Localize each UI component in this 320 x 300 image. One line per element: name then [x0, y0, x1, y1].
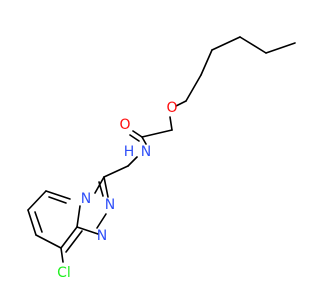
bond: [185, 74, 202, 102]
bond: [96, 213, 107, 229]
oxygen-carbonyl-label: O: [119, 117, 130, 133]
nitrogen-triazole-b-label: N: [97, 228, 107, 244]
atom-label-layer: O O N H N N N Cl: [57, 100, 177, 281]
bond: [76, 226, 99, 235]
bond: [169, 116, 173, 131]
bond: [45, 190, 71, 200]
bond: [103, 176, 109, 198]
bond: [132, 130, 143, 138]
chlorine-label: Cl: [57, 265, 71, 281]
bond: [239, 36, 267, 54]
nitrogen-triazole-a-label: N: [105, 197, 115, 213]
oxygen-ether-label: O: [166, 100, 177, 116]
bond: [129, 134, 140, 142]
bond: [141, 129, 173, 138]
hydrogen-amide-label: H: [124, 144, 135, 160]
bond: [76, 205, 81, 228]
bond: [27, 190, 47, 211]
bond: [48, 196, 67, 204]
nitrogen-bridgehead-label: N: [81, 191, 91, 207]
bond: [34, 211, 43, 233]
structure-canvas: O O N H N N N Cl: [27, 36, 296, 281]
bond: [200, 49, 213, 76]
molecule-diagram: O O N H N N N Cl: [27, 36, 296, 281]
bond: [60, 226, 78, 249]
bond: [141, 136, 147, 145]
bond: [265, 42, 296, 54]
bond: [127, 156, 138, 167]
bond: [103, 165, 129, 178]
bond: [60, 247, 64, 263]
bond: [211, 36, 241, 51]
bond: [35, 234, 62, 249]
bond: [175, 100, 187, 107]
nitrogen-amide-label: N: [141, 144, 151, 160]
bond-layer: [27, 36, 296, 263]
bond: [65, 230, 83, 253]
bond: [27, 209, 37, 236]
bond: [98, 181, 104, 197]
